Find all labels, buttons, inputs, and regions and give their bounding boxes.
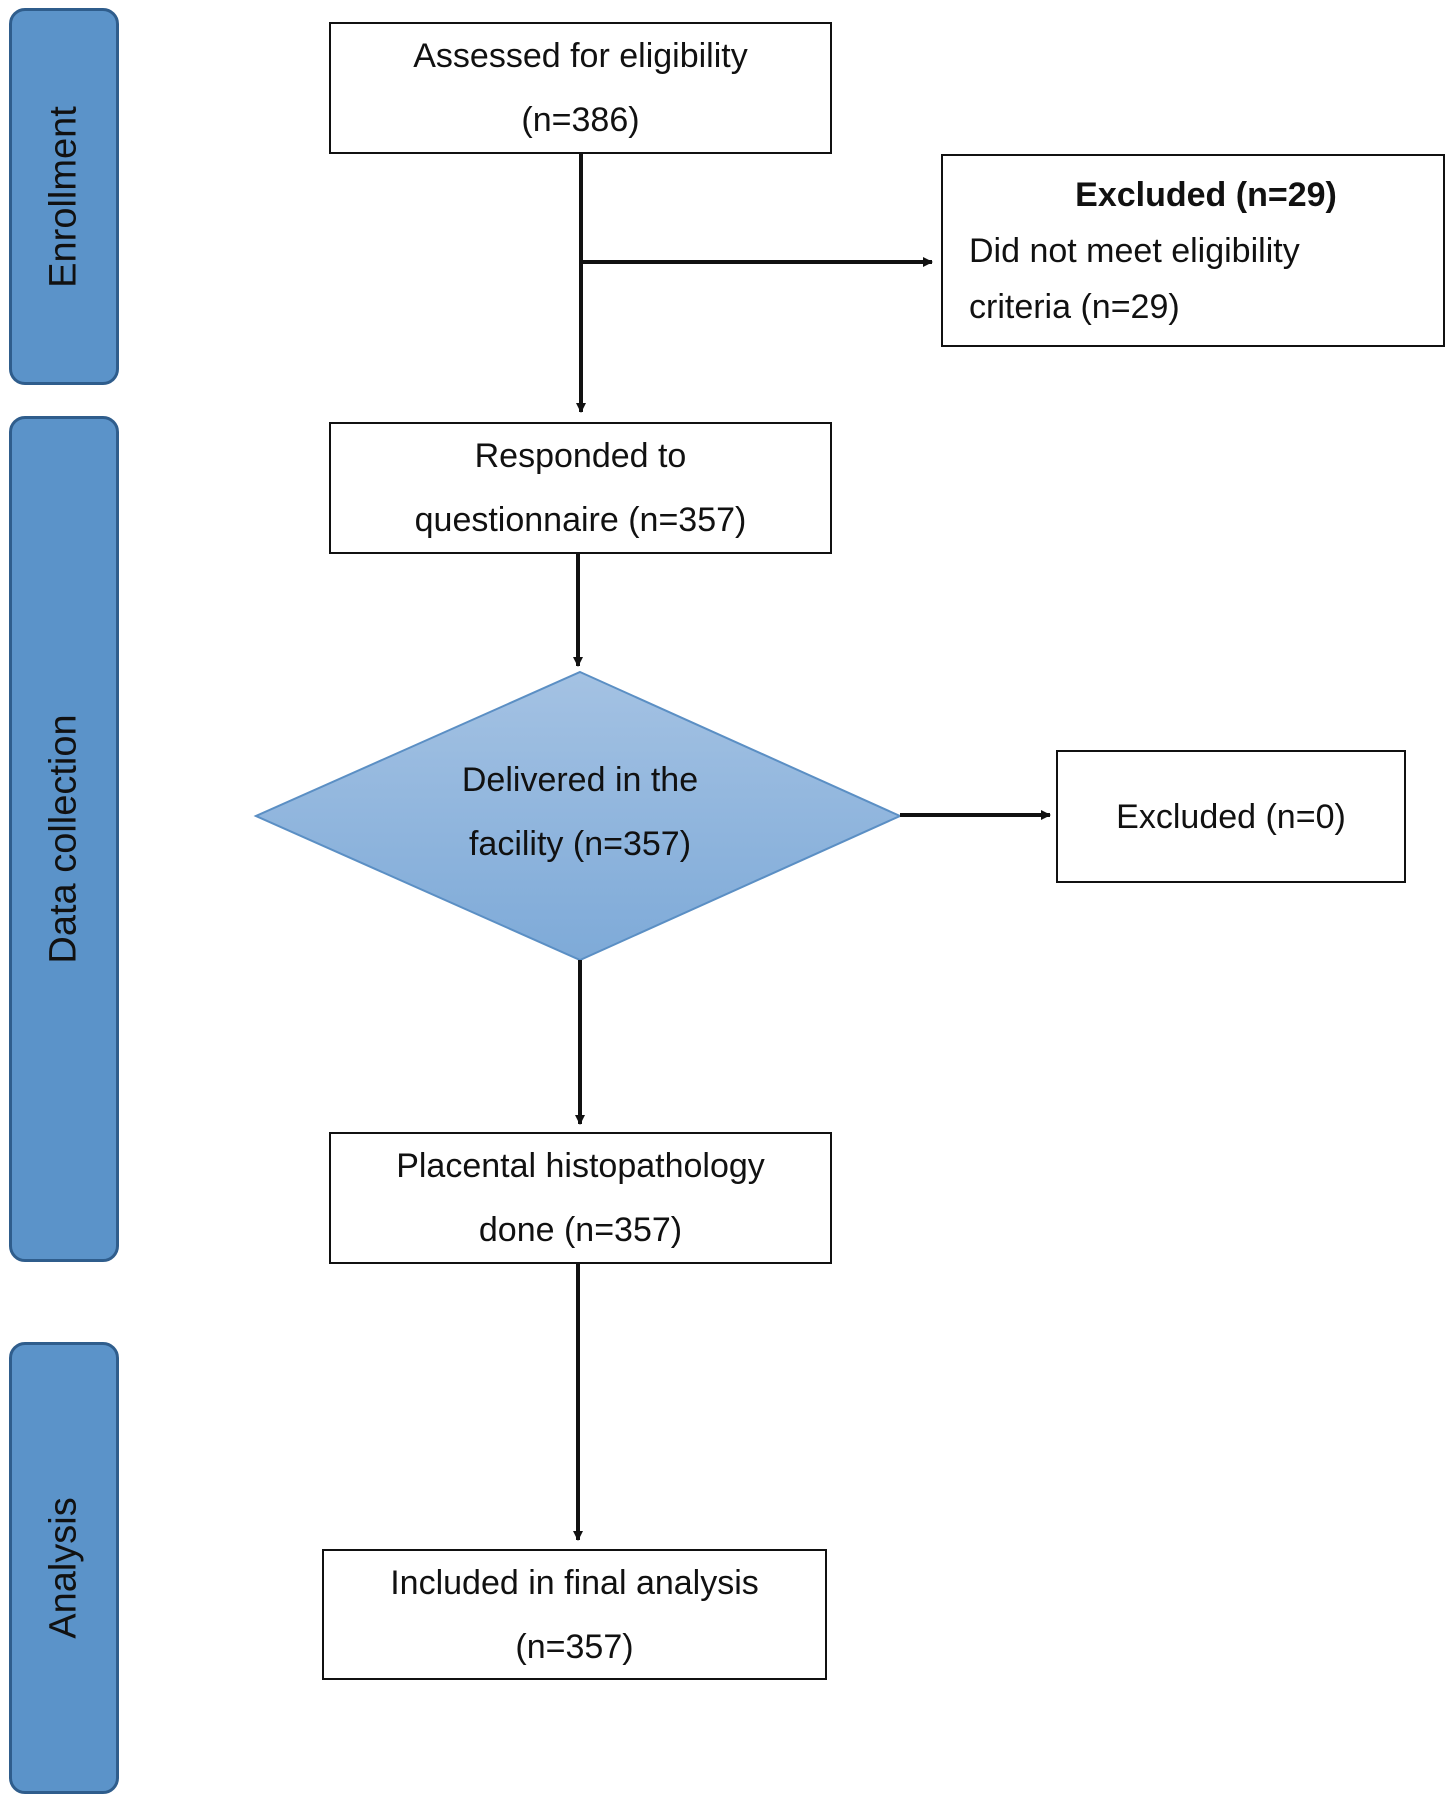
node-excluded-29-line2: criteria (n=29) — [969, 287, 1180, 326]
node-delivered-line1: Delivered in the — [461, 761, 699, 799]
node-assessed-line1: Assessed for eligibility — [413, 37, 748, 75]
phase-bar-data-collection: Data collection — [9, 416, 119, 1262]
phase-bar-analysis: Analysis — [9, 1342, 119, 1794]
node-assessed-line2: (n=386) — [521, 101, 640, 139]
node-placental-histopathology: Placental histopathology done (n=357) — [329, 1132, 832, 1264]
node-histopathology-line1: Placental histopathology — [396, 1147, 765, 1185]
node-delivered-in-facility: Delivered in the facility (n=357) — [380, 748, 780, 876]
node-included-line1: Included in final analysis — [390, 1563, 759, 1602]
node-included-line2: (n=357) — [515, 1627, 634, 1666]
node-excluded-29-line1: Did not meet eligibility — [969, 231, 1300, 270]
node-histopathology-line2: done (n=357) — [478, 1211, 683, 1249]
phase-bar-enrollment: Enrollment — [9, 8, 119, 385]
node-responded-to-questionnaire: Responded to questionnaire (n=357) — [329, 422, 832, 554]
node-assessed-for-eligibility: Assessed for eligibility (n=386) — [329, 22, 832, 154]
node-excluded-29-title: Excluded (n=29) — [1075, 175, 1337, 214]
node-excluded-29: Excluded (n=29) Did not meet eligibility… — [941, 154, 1445, 347]
node-included-in-final-analysis: Included in final analysis (n=357) — [322, 1549, 827, 1680]
node-responded-line1: Responded to — [474, 437, 687, 475]
node-excluded-0-line1: Excluded (n=0) — [1116, 797, 1346, 836]
node-excluded-0: Excluded (n=0) — [1056, 750, 1406, 883]
node-delivered-line2: facility (n=357) — [468, 825, 692, 863]
node-responded-line2: questionnaire (n=357) — [414, 501, 747, 539]
